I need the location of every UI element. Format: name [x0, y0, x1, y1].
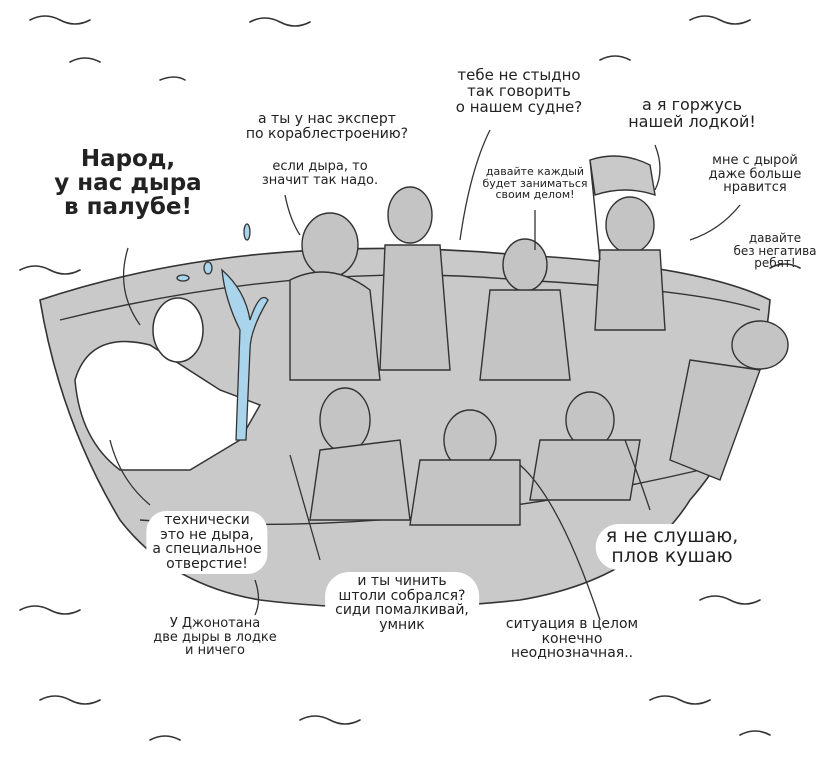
bubble-own-business: давайте каждый будет заниматься своим де… — [482, 166, 587, 201]
caption-line: ребят! — [754, 256, 796, 271]
sea-waves — [19, 15, 801, 741]
caption-line: а специальное — [152, 541, 262, 558]
caption-line: и ничего — [184, 643, 245, 659]
water-jet-icon — [176, 223, 269, 441]
crowd-figures — [289, 186, 789, 526]
caption-line: даже больше — [708, 166, 802, 182]
caption-line: так говорить — [467, 81, 571, 100]
caption-line: это не дыра, — [160, 526, 254, 543]
caption-line: и ты чинить — [357, 573, 447, 589]
caption-line: без негатива — [733, 243, 817, 258]
caption-line: отверстие! — [166, 556, 248, 573]
caption-line: нравится — [723, 180, 787, 196]
bubble-fix: и ты чинить штоли собрался? сиди помалки… — [325, 572, 479, 635]
bubble-no-negative: давайте без негатива ребят! — [733, 232, 816, 270]
shouter-caption: Народ, у нас дыра в палубе! — [54, 146, 202, 221]
caption-line: У Джонотана — [169, 616, 261, 631]
bubble-meant: если дыра, то значит так надо. — [262, 160, 378, 187]
bubble-ashamed: тебе не стыдно так говорить о нашем судн… — [455, 66, 583, 116]
caption-line: своим делом! — [495, 188, 575, 202]
caption-line: Народ, — [80, 146, 176, 172]
caption-line: в палубе! — [64, 194, 192, 221]
bubble-expert: а ты у нас эксперт по кораблестроению? — [246, 112, 408, 141]
caption-line: если дыра, то — [272, 159, 368, 174]
caption-line: о нашем судне? — [455, 97, 583, 116]
speech-tails — [109, 129, 741, 621]
caption-line: по кораблестроению? — [245, 125, 409, 142]
caption-line: давайте каждый — [485, 165, 585, 178]
caption-line: две дыры в лодке — [153, 629, 277, 645]
caption-line: давайте — [748, 231, 802, 245]
caption-line: ситуация в целом — [505, 616, 639, 632]
caption-line: штоли собрался? — [338, 587, 466, 604]
caption-line: умник — [379, 617, 425, 634]
shouting-man — [74, 297, 262, 471]
caption-line: сиди помалкивай, — [335, 602, 469, 619]
bubble-proud: а я горжусь нашей лодкой! — [628, 95, 756, 131]
caption-line: у нас дыра — [54, 170, 202, 197]
caption-line: мне с дырой — [712, 153, 798, 168]
bubble-plov: я не слушаю, плов кушаю — [595, 524, 749, 570]
bubble-technically: технически это не дыра, а специальное от… — [146, 511, 268, 574]
caption-line: тебе не стыдно — [457, 66, 581, 84]
flag-icon — [589, 155, 656, 261]
caption-line: а ты у нас эксперт — [258, 111, 396, 127]
caption-line: нашей лодкой! — [628, 111, 756, 131]
caption-line: значит так надо. — [261, 172, 379, 188]
caption-line: плов кушаю — [611, 544, 733, 567]
caption-line: неоднозначная.. — [510, 645, 634, 662]
caption-line: я не слушаю, — [605, 525, 739, 547]
bubble-jonathan: У Джонотана две дыры в лодке и ничего — [153, 617, 277, 658]
bubble-like-hole: мне с дырой даже больше нравится — [709, 154, 802, 195]
caption-line: а я горжусь — [641, 95, 743, 114]
caption-line: технически — [164, 512, 250, 528]
bubble-ambiguous: ситуация в целом конечно неоднозначная.. — [506, 617, 638, 661]
caption-line: конечно — [541, 630, 603, 647]
caption-line: будет заниматься — [482, 176, 588, 190]
